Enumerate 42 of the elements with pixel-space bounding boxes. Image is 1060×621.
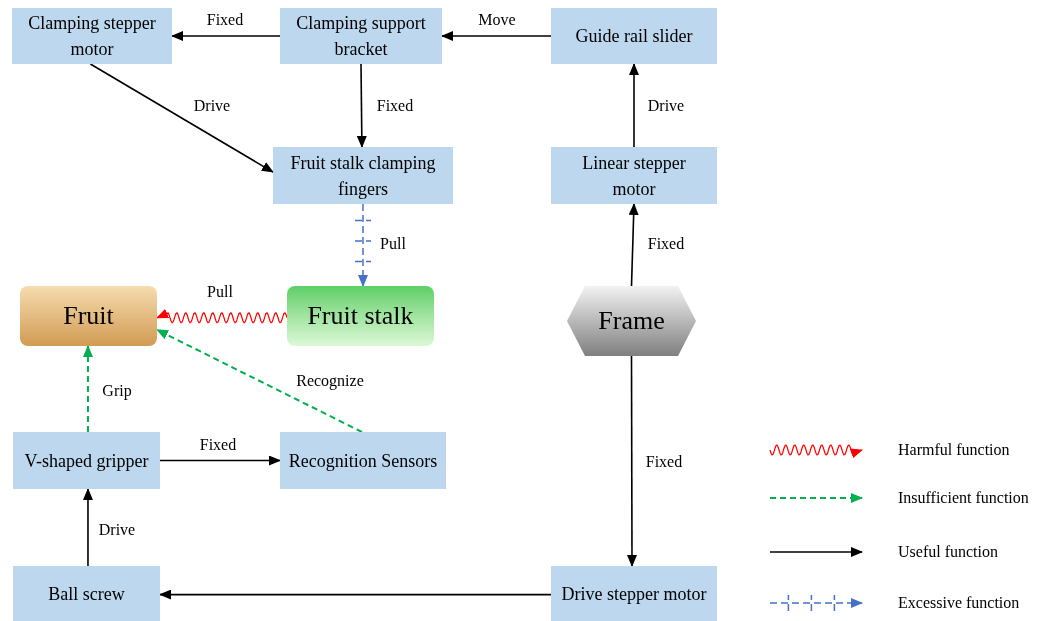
node-label: Fruit <box>63 303 114 329</box>
process-box <box>551 147 717 204</box>
node-label: V-shaped gripper <box>24 449 149 473</box>
hexagon-node <box>567 286 696 356</box>
arrow <box>156 308 288 324</box>
arrow <box>356 63 367 148</box>
node-label: Ball screw <box>48 582 125 606</box>
arrow <box>159 455 281 466</box>
node-label: Guide rail slider <box>575 25 693 48</box>
arrow <box>171 31 281 41</box>
process-box <box>280 8 442 64</box>
process-box <box>551 8 717 64</box>
process-box <box>12 8 172 64</box>
legend-text: Excessive function <box>898 593 1020 613</box>
legend-text: Insufficient function <box>898 488 1029 508</box>
node-label: Recognition Sensors <box>288 449 438 473</box>
node-label: Fruit stalk clamping fingers <box>289 151 437 201</box>
arrow <box>441 31 552 41</box>
arrow <box>156 328 363 433</box>
process-box <box>287 286 434 346</box>
node-label: Clamping stepper motor <box>27 12 157 61</box>
process-box <box>13 566 160 621</box>
process-box <box>13 432 160 489</box>
legend-text: Harmful function <box>898 440 1010 460</box>
node-label: Clamping support bracket <box>295 12 427 61</box>
arrow <box>354 203 372 287</box>
arrow <box>629 63 639 148</box>
process-box <box>280 432 446 489</box>
node-label: Fruit stalk <box>307 303 414 329</box>
process-box <box>20 286 157 346</box>
process-box <box>273 147 453 204</box>
node-label: Drive stepper motor <box>561 582 707 606</box>
arrow <box>82 488 93 567</box>
node-label: Linear stepper motor <box>581 151 687 201</box>
arrow <box>628 203 639 287</box>
arrow <box>82 345 93 433</box>
node-label: Frame <box>598 308 665 334</box>
arrow <box>89 63 274 173</box>
arrow <box>627 355 637 567</box>
process-box <box>551 566 717 621</box>
legend-text: Useful function <box>898 542 998 562</box>
arrow <box>159 589 552 600</box>
